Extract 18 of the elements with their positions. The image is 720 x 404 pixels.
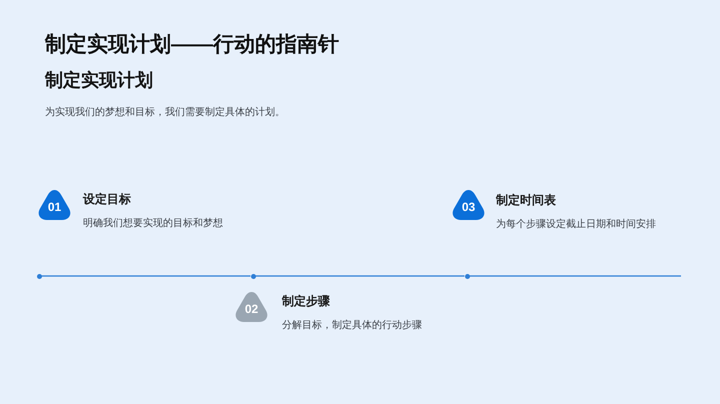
subtitle: 制定实现计划 (45, 69, 153, 92)
step-description: 分解目标，制定具体的行动步骤 (282, 319, 422, 333)
intro-text: 为实现我们的梦想和目标，我们需要制定具体的计划。 (45, 106, 285, 120)
step-title: 设定目标 (83, 191, 131, 207)
number-badge (452, 189, 485, 220)
step-number: 02 (244, 302, 258, 316)
title: 制定实现计划——行动的指南针 (45, 32, 339, 58)
timeline-line (470, 275, 681, 277)
step-title: 制定时间表 (496, 192, 556, 208)
step-description: 明确我们想要实现的目标和梦想 (83, 217, 223, 231)
timeline-line (42, 275, 250, 277)
step-description: 为每个步骤设定截止日期和时间安排 (496, 218, 656, 232)
step-number: 01 (48, 200, 62, 214)
timeline-line (256, 275, 464, 277)
step-title: 制定步骤 (282, 293, 330, 309)
number-badge (38, 189, 71, 220)
step-number: 03 (462, 200, 476, 214)
number-badge (235, 291, 268, 322)
